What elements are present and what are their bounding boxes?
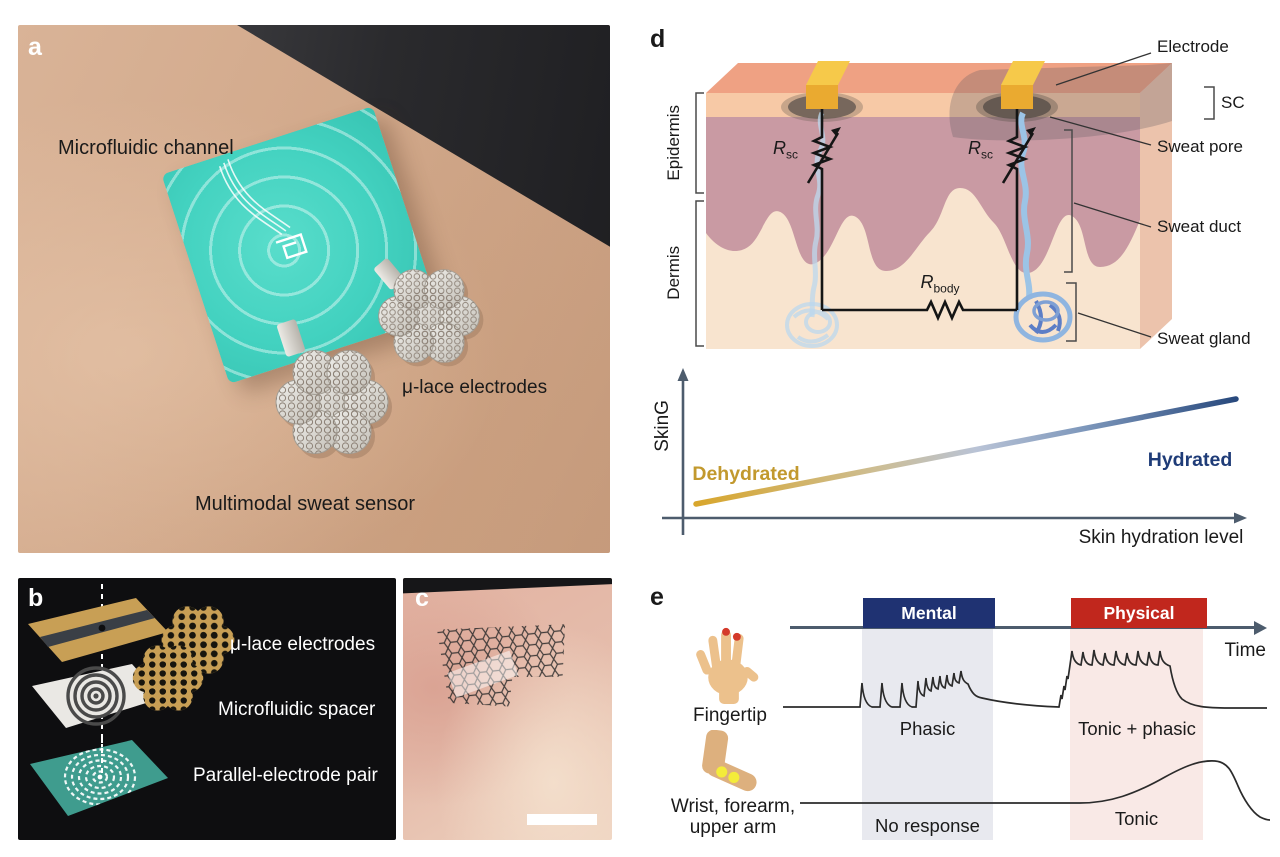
panel-a-photo: a Microfluidic channel μ-lace electrodes…: [18, 25, 610, 553]
skin-cross-section-graphic: [662, 52, 1247, 535]
r-subscript: sc: [981, 147, 993, 162]
mental-condition-badge: Mental: [863, 598, 995, 628]
hand-icon: [696, 627, 759, 704]
label-dermis: Dermis: [664, 245, 684, 300]
label-fingertip: Fingertip: [693, 705, 767, 726]
spiral-channel-icon: [218, 159, 308, 260]
label-hydrated: Hydrated: [1147, 449, 1233, 471]
label-sweat-pore: Sweat pore: [1157, 137, 1243, 156]
label-layer-mu-lace: μ-lace electrodes: [230, 634, 376, 655]
photo-background-strip: [403, 578, 612, 594]
panel-tag-e: e: [650, 583, 664, 611]
trace-wrist: [800, 760, 1270, 821]
physical-condition-badge: Physical: [1071, 598, 1207, 628]
graph-x-axis-label: Skin hydration level: [1078, 527, 1244, 548]
r-subscript: body: [933, 281, 960, 296]
panel-d-skin-diagram: d Electrode SC Sweat pore Sweat duct Swe…: [648, 25, 1270, 565]
arm-icon: [702, 730, 757, 792]
hydration-gradient-line: [693, 396, 1239, 507]
panel-tag-a: a: [28, 33, 42, 61]
label-layer-spacer: Microfluidic spacer: [218, 699, 376, 720]
panel-tag-b: b: [28, 584, 44, 612]
exploded-layers-graphic: [28, 584, 235, 816]
label-dehydrated: Dehydrated: [692, 463, 800, 485]
label-epidermis: Epidermis: [664, 104, 684, 181]
label-wrist-line2: upper arm: [689, 817, 777, 838]
label-r-body: Rbody: [900, 272, 980, 296]
r-subscript: sc: [786, 147, 798, 162]
label-wrist-line1: Wrist, forearm,: [670, 796, 796, 817]
r-symbol: R: [773, 138, 786, 158]
r-symbol: R: [968, 138, 981, 158]
r-symbol: R: [920, 272, 934, 292]
trace-fingertip: [783, 649, 1267, 709]
label-sweat-gland: Sweat gland: [1157, 329, 1251, 348]
label-tonic-phasic: Tonic + phasic: [1078, 718, 1196, 739]
label-sweat-duct: Sweat duct: [1157, 217, 1242, 236]
mesh-patch: [436, 624, 566, 707]
scale-bar: [527, 814, 597, 825]
panel-b-exploded-view: b μ-lace electrodes Microfluidic spacer …: [18, 578, 396, 840]
panel-tag-c: c: [415, 584, 429, 612]
label-tonic: Tonic: [1114, 808, 1159, 829]
label-no-response: No response: [875, 815, 980, 836]
label-sc: SC: [1221, 93, 1245, 112]
mental-shaded-column: [862, 628, 993, 840]
hydration-graph-axes: [662, 377, 1238, 535]
label-r-sc-left: Rsc: [740, 138, 798, 162]
label-r-sc-right: Rsc: [935, 138, 993, 162]
sweat-gland-right: [1013, 291, 1073, 343]
microfluidic-device-graphic: [161, 106, 441, 384]
time-axis-arrowhead: [1254, 620, 1267, 635]
sweat-gland-left: [785, 302, 839, 348]
label-electrode: Electrode: [1157, 37, 1229, 56]
label-mu-lace-electrodes: μ-lace electrodes: [402, 377, 548, 398]
panel-tag-d: d: [650, 25, 666, 53]
panel-c-photo: c: [403, 578, 612, 840]
label-multimodal-sweat-sensor: Multimodal sweat sensor: [194, 493, 416, 515]
label-microfluidic-channel: Microfluidic channel: [58, 137, 234, 159]
graph-y-axis-label: SkinG: [652, 400, 674, 452]
equivalent-circuit: [806, 109, 1035, 322]
label-layer-parallel-electrode: Parallel-electrode pair: [193, 765, 378, 786]
label-phasic: Phasic: [899, 718, 956, 739]
panel-e-response-diagram: Mental Physical Time Fingertip: [648, 580, 1270, 852]
time-axis: [790, 626, 1256, 629]
label-wrist-forearm: Wrist, forearm, upper arm: [653, 796, 813, 838]
label-time: Time: [1224, 640, 1266, 661]
mu-lace-electrodes-graphic: [275, 269, 484, 459]
